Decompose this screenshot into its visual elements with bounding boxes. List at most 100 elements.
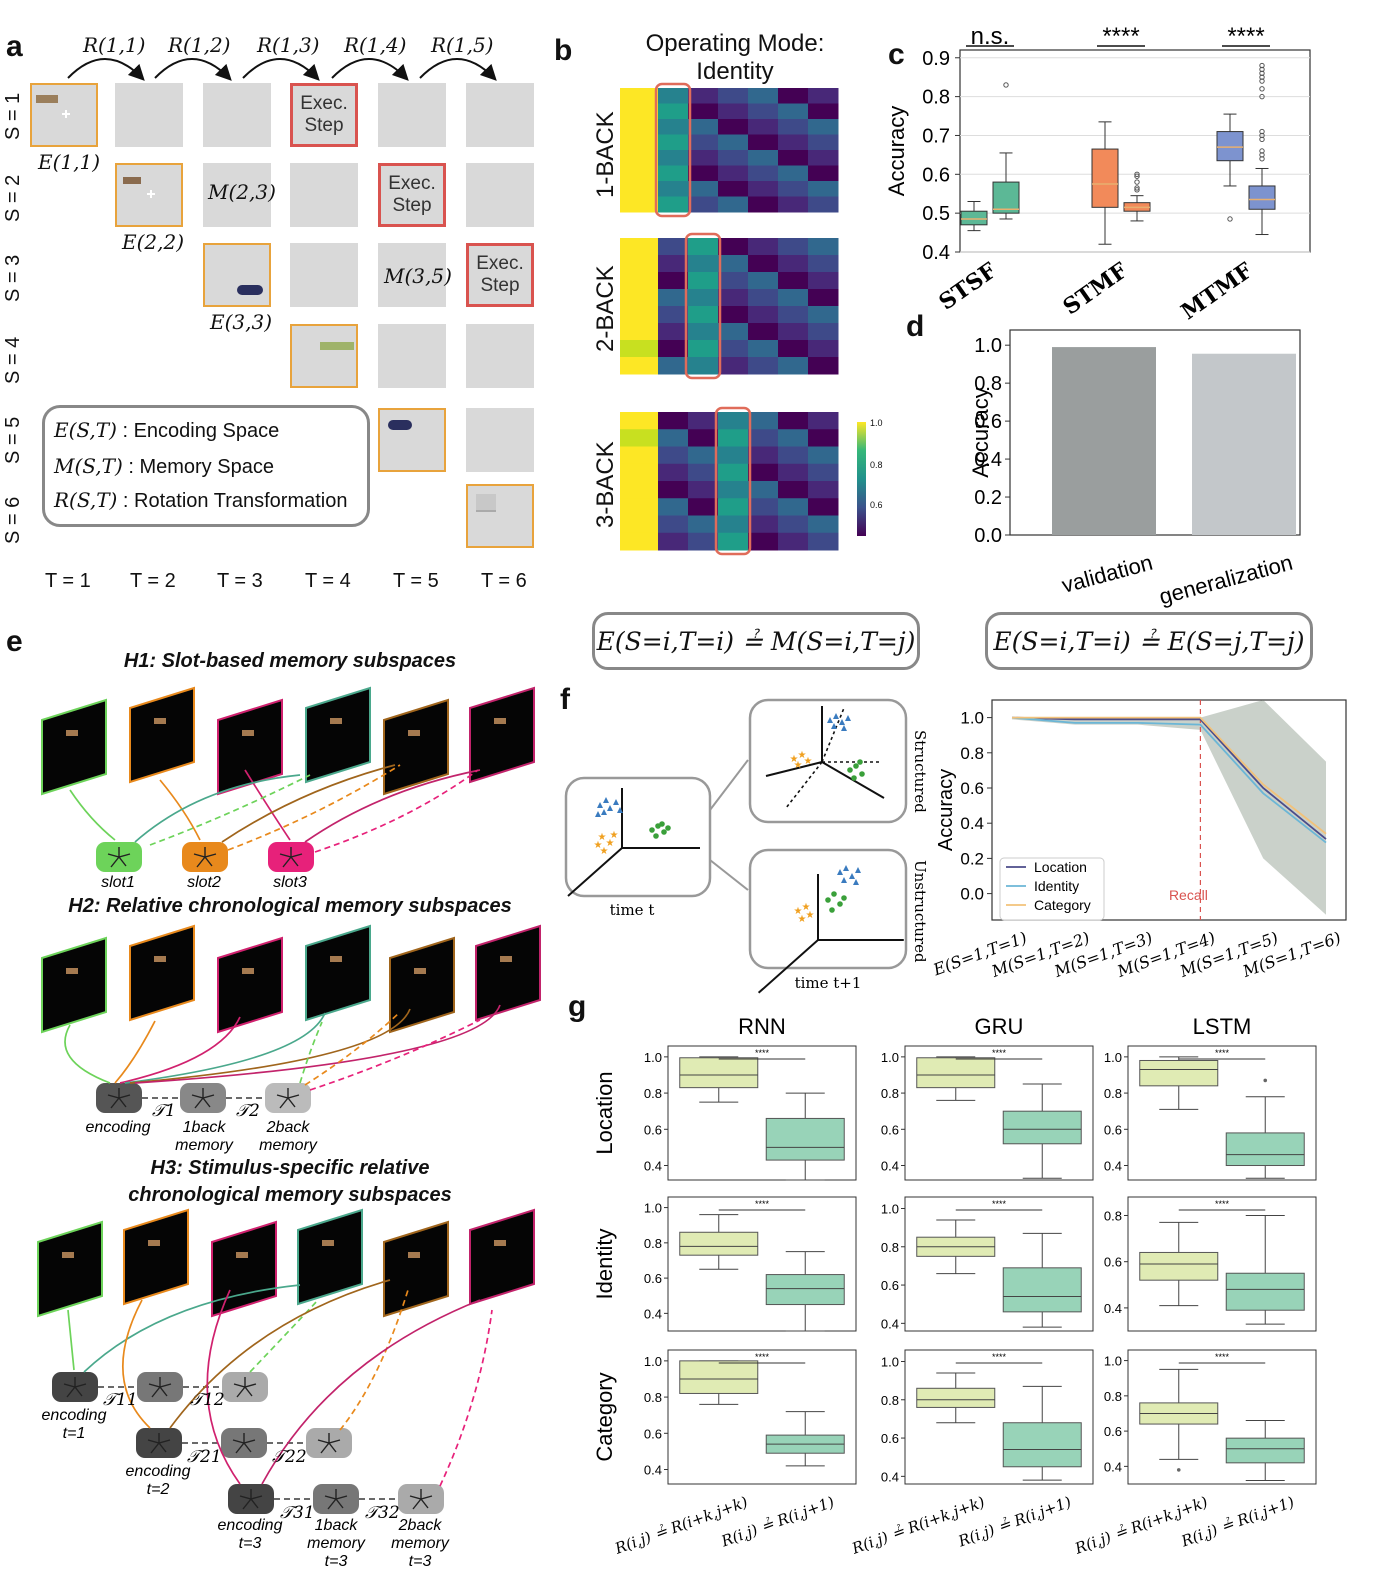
heat-cell (688, 463, 719, 482)
stimulus-4 (297, 1208, 363, 1306)
heat-cell (688, 150, 719, 166)
point-star: ★ (598, 832, 607, 843)
rotation-arrows (67, 58, 497, 81)
heat-cell (808, 181, 839, 197)
enc-label-3-3: E(3,3) (210, 310, 273, 334)
heat-cell (748, 272, 779, 290)
mem-label-2-3: M(2,3) (208, 180, 276, 204)
heat-cell (808, 134, 839, 151)
significance-label: **** (992, 1199, 1007, 1209)
legend-memory: M(S,T) : Memory Space (54, 454, 274, 478)
h3-last-node-3 (398, 1484, 444, 1514)
heatmaps (620, 82, 839, 556)
heat-cell (778, 88, 809, 104)
heat-cell (748, 88, 779, 104)
cluster-blue-s (827, 713, 851, 731)
heat-cell (658, 412, 689, 430)
node-axes-icon (148, 1377, 172, 1398)
heat-cell (658, 532, 689, 551)
box-body (1225, 1437, 1305, 1464)
heat-cell (808, 165, 839, 182)
stimulus-frame (383, 698, 449, 796)
heatmap-title-line1: Operating Mode: (645, 30, 825, 57)
stimulus-object (154, 956, 166, 962)
flow-arrow (134, 1004, 501, 1084)
heat-cell (808, 150, 839, 166)
heat-cell (778, 412, 809, 430)
heat-cell (658, 272, 689, 290)
y-tick-label: 0.4 (881, 1316, 899, 1331)
flow-arrow (261, 1299, 481, 1485)
box-stmf-2 (1123, 171, 1151, 222)
stimulus-frame (469, 1208, 535, 1306)
heat-cell (688, 429, 719, 447)
boxgrid-cell-1: 0.40.60.81.0**** (644, 1045, 857, 1181)
heat-cell (620, 515, 658, 534)
heat-cell (718, 498, 749, 516)
y-tick-label: 0.6 (922, 164, 950, 186)
axes-unstructured (757, 874, 904, 994)
heat-cell (808, 272, 839, 290)
point-triangle (849, 873, 855, 879)
box-body (679, 1360, 759, 1394)
point-triangle (831, 723, 837, 729)
slot-node-1 (96, 842, 142, 872)
heat-cell (748, 103, 779, 120)
y-tick-label: 1.0 (881, 1050, 899, 1065)
heat-cell (718, 481, 749, 499)
box-body (1002, 1110, 1082, 1145)
row-label-s4: S = 4 (2, 336, 24, 384)
heat-cell (658, 481, 689, 499)
cluster-blue-u (837, 865, 861, 885)
node-axes-icon (107, 847, 131, 868)
heat-cell (620, 498, 658, 516)
heat-cell (808, 481, 839, 499)
point-circle (829, 907, 835, 913)
heat-cell (620, 272, 658, 290)
stimulus-frame (297, 1208, 363, 1306)
point-triangle (617, 807, 623, 813)
y-tick-label: 0.0 (974, 525, 1002, 547)
point-circle (665, 825, 671, 831)
stimulus-frame (37, 1220, 103, 1318)
heat-cell (778, 196, 809, 213)
flow-arrow (249, 1299, 319, 1373)
grid-cell-s1-t5 (378, 83, 446, 147)
flow-arrow (206, 1289, 241, 1485)
axes-frame (959, 49, 1311, 253)
encoding-cell-s5-t5 (378, 408, 446, 472)
point-triangle (603, 797, 609, 803)
boxgrid-cell-6: 0.40.60.8**** (1104, 1196, 1317, 1332)
heat-cell (688, 289, 719, 307)
stimulus-frame (217, 698, 283, 796)
point-circle (653, 833, 659, 839)
heat-cell (658, 119, 689, 135)
axis-line (785, 761, 823, 809)
y-tick-label: 0.4 (1104, 1301, 1122, 1316)
stimulus-object (66, 730, 78, 736)
flow-arrow (114, 1020, 156, 1084)
flow-arrow (67, 1309, 75, 1371)
box-body (679, 1231, 759, 1256)
node-axes-icon (409, 1489, 433, 1510)
heat-cell (718, 119, 749, 135)
subspace-box-structured (748, 698, 908, 824)
exec-step-label: Exec. Step (388, 173, 436, 216)
stimulus-2 (123, 1208, 189, 1306)
flow-arrow (64, 1024, 111, 1084)
heat-cell (808, 532, 839, 551)
point-circle (649, 827, 655, 833)
colorbar-tick-2: 0.8 (870, 460, 883, 470)
stimulus-3 (217, 698, 283, 796)
y-tick-label: 0.6 (644, 1271, 662, 1286)
point-triangle (841, 725, 847, 731)
y-tick-label: 0.2 (974, 487, 1002, 509)
subspace-box-unstructured (748, 848, 908, 970)
encoding-cell-s4-t4 (290, 324, 358, 388)
point-triangle (837, 869, 843, 875)
heat-cell (620, 481, 658, 499)
rotation-label-1: R(1,1) (83, 33, 146, 57)
heat-cell (620, 357, 658, 375)
stimulus-3 (217, 936, 283, 1034)
